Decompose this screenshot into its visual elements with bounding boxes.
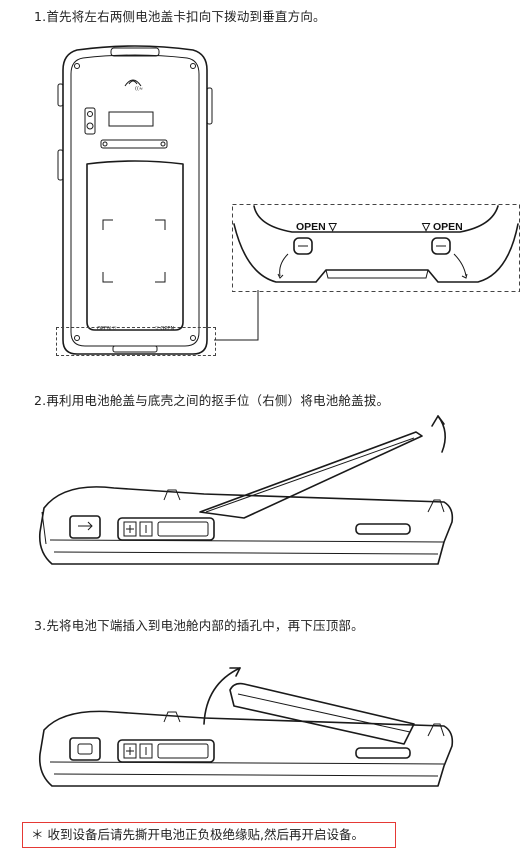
device-open-right-mark: ▽ OPEN <box>155 326 175 332</box>
open-right-label: ▽ OPEN <box>421 221 463 233</box>
connector-line <box>214 290 259 341</box>
step-3-instruction: 3.先将电池下端插入到电池舱内部的插孔中，再下压顶部。 <box>34 618 364 633</box>
step-1-instruction: 1.首先将左右两侧电池盖卡扣向下拨动到垂直方向。 <box>34 9 326 24</box>
device-open-left-mark: OPEN ▽ <box>97 326 116 332</box>
latch-detail-callout: OPEN ▽ ▽ OPEN <box>232 204 520 292</box>
open-left-label: OPEN ▽ <box>296 221 338 233</box>
warning-note: ＊ 收到设备后请先撕开电池正负极绝缘贴,然后再开启设备。 <box>22 822 396 848</box>
step-2-instruction: 2.再利用电池舱盖与底壳之间的抠手位（右侧）将电池舱盖拔。 <box>34 393 390 408</box>
device-latch-highlight <box>56 327 216 356</box>
device-side-insert-battery-illustration <box>38 667 454 787</box>
device-side-cover-lifted-illustration <box>38 415 454 565</box>
nfc-mark: ((≈ <box>135 86 143 92</box>
